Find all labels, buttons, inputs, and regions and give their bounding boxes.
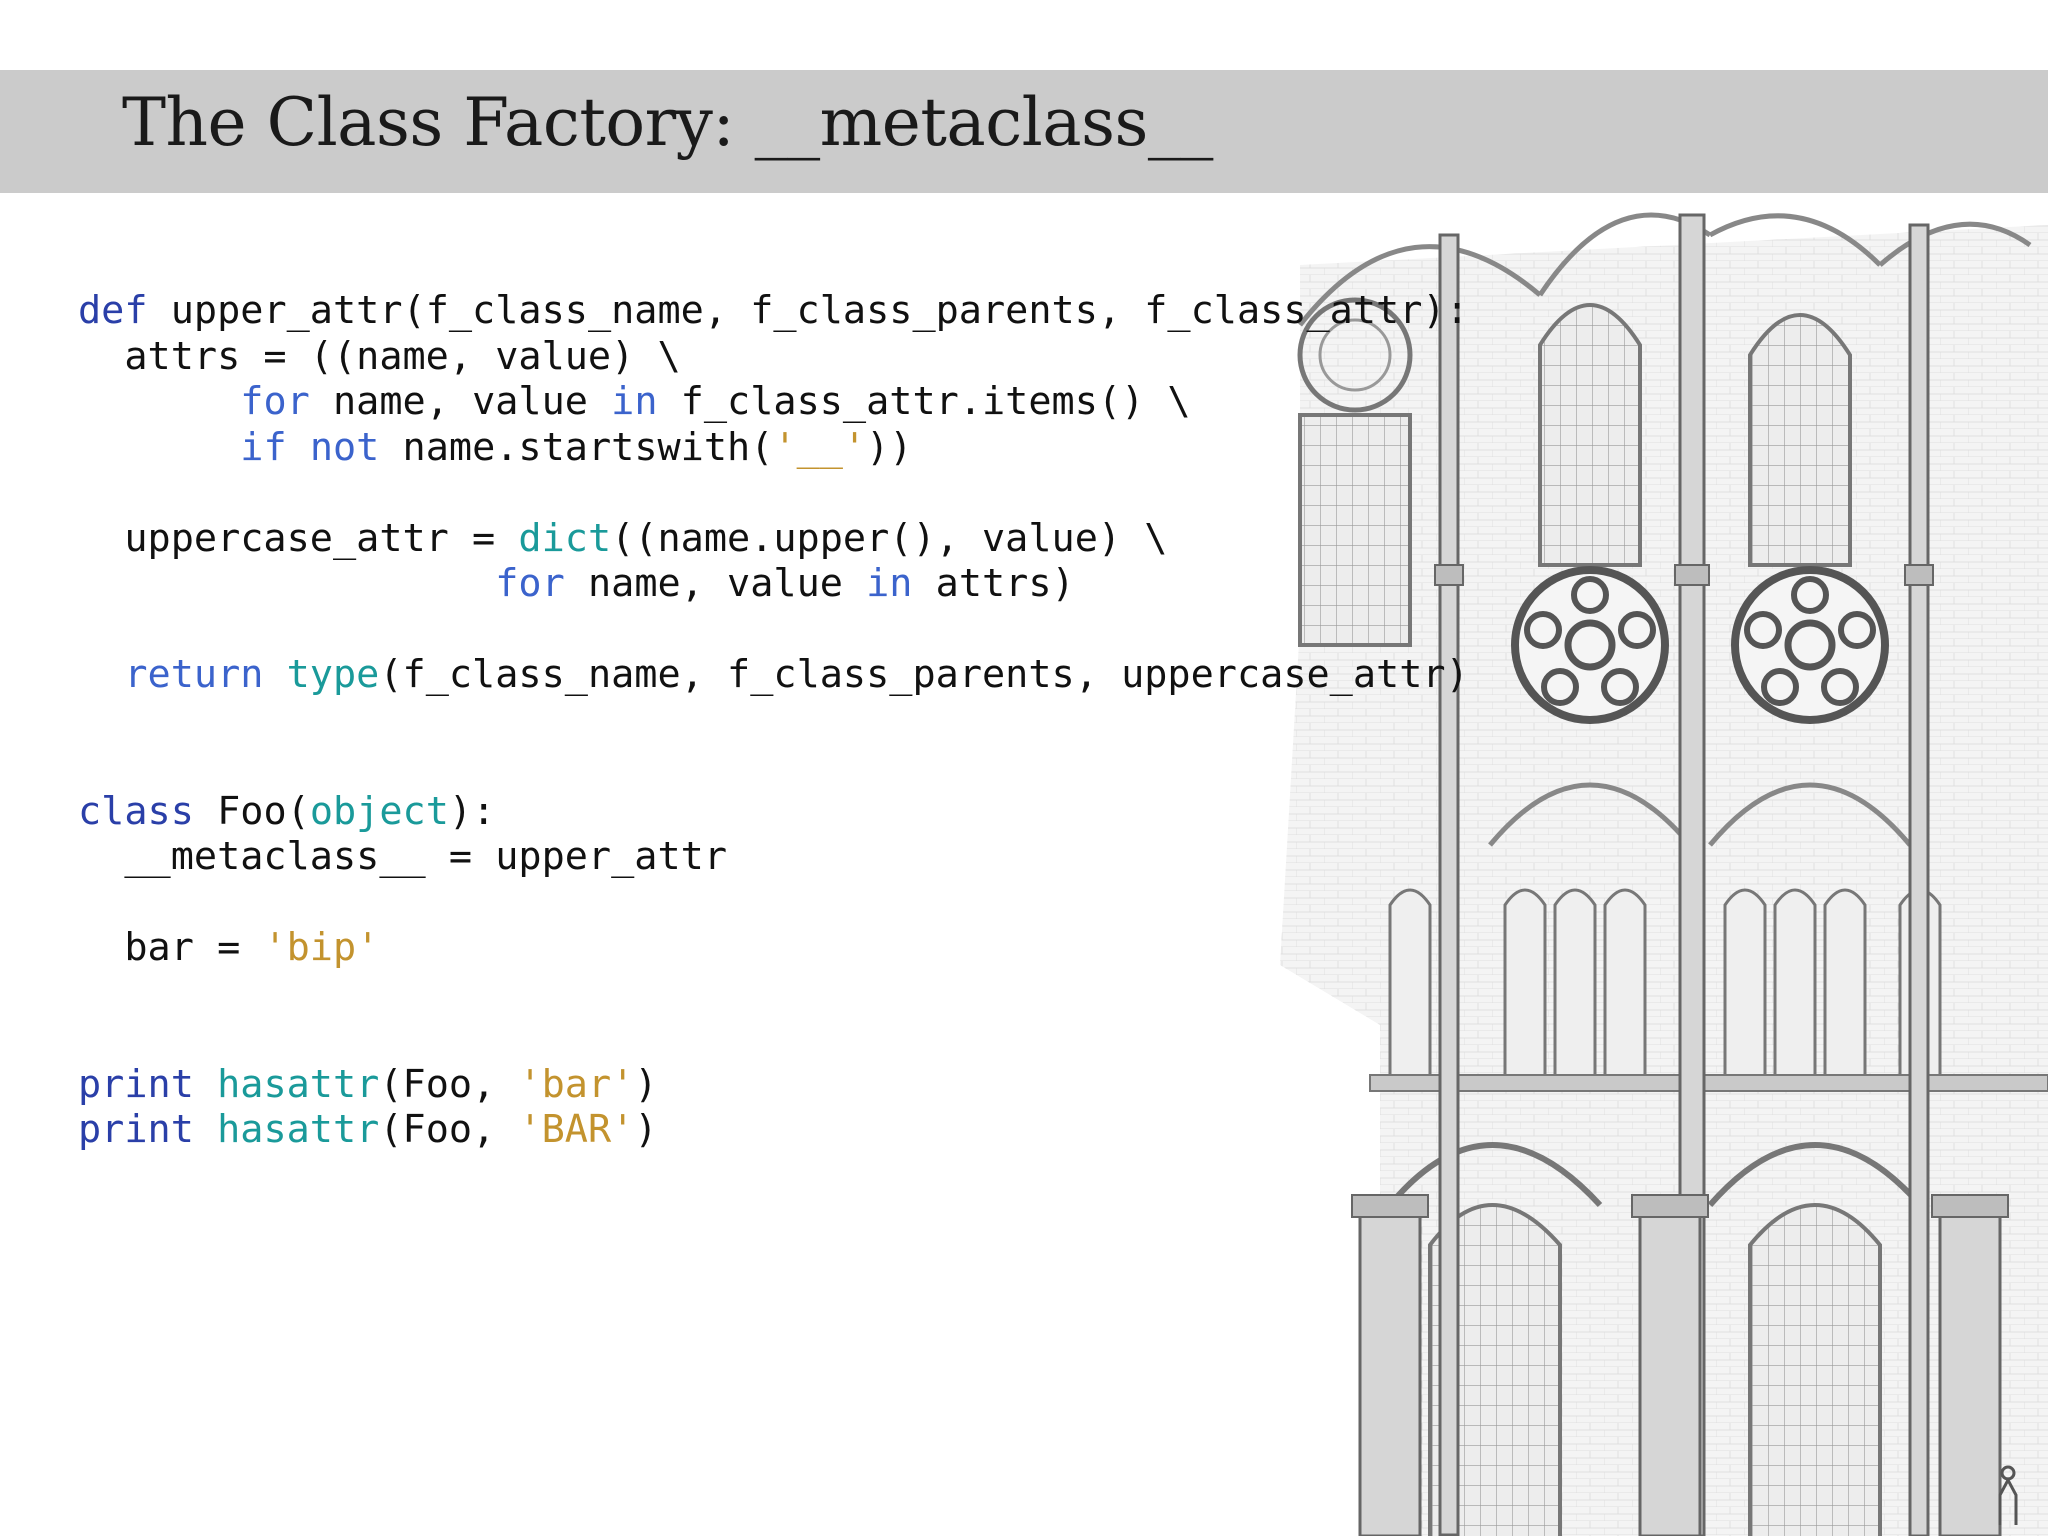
code-token (194, 1107, 217, 1152)
code-token: (Foo, (379, 1061, 519, 1107)
code-line: print hasattr(Foo, 'BAR') (78, 1107, 1469, 1153)
code-token-bi: hasattr (217, 1061, 380, 1107)
code-token: (f_class_name, f_class_parents, uppercas… (379, 652, 1469, 697)
cathedral-elevation-illustration (1280, 212, 2048, 1536)
code-token-bi: hasattr (217, 1107, 380, 1152)
code-line: print hasattr(Foo, 'bar') (78, 1062, 1469, 1108)
code-token-kw2: for (495, 561, 565, 606)
code-line: return type(f_class_name, f_class_parent… (78, 652, 1469, 698)
code-line: uppercase_attr = dict((name.upper(), val… (78, 516, 1469, 562)
code-token (194, 1062, 217, 1107)
code-line: class Foo(object): (78, 789, 1469, 835)
code-token-kw: print (78, 1061, 194, 1107)
code-token-bi: object (309, 788, 449, 834)
code-line: for name, value in f_class_attr.items() … (78, 379, 1469, 425)
code-line: attrs = ((name, value) \ (78, 334, 1469, 380)
code-block: def upper_attr(f_class_name, f_class_par… (78, 288, 1469, 1153)
code-token: ) (634, 1107, 658, 1152)
code-token-kw: print (78, 1107, 194, 1152)
code-line: def upper_attr(f_class_name, f_class_par… (78, 288, 1469, 334)
code-token: ((name.upper(), value) \ (611, 515, 1168, 561)
code-line: __metaclass__ = upper_attr (78, 834, 1469, 880)
code-line (78, 971, 1469, 1017)
code-token: name, value (564, 561, 867, 606)
code-token-kw2: not (309, 424, 380, 470)
code-token (78, 561, 495, 606)
code-line (78, 698, 1469, 744)
code-token (78, 425, 240, 470)
slide-title: The Class Factory: __metaclass__ (122, 84, 1213, 161)
code-token-kw2: if (240, 424, 287, 470)
code-token-kw: class (78, 788, 194, 834)
code-token (287, 425, 310, 470)
code-token-str: 'bar' (518, 1061, 635, 1107)
rose-window-left-icon (1511, 566, 1669, 724)
code-token (263, 652, 286, 697)
code-line (78, 880, 1469, 926)
code-token-kw2: in (866, 561, 913, 606)
code-token: ) (634, 1061, 658, 1107)
rose-window-right-icon (1731, 566, 1889, 724)
code-token: upper_attr(f_class_name, f_class_parents… (147, 288, 1469, 333)
code-line (78, 1016, 1469, 1062)
code-token: ): (448, 788, 496, 834)
code-token: Foo( (193, 788, 310, 834)
code-token: )) (866, 424, 913, 470)
code-token: name.startswith( (379, 424, 774, 470)
code-token: uppercase_attr = (78, 515, 519, 561)
code-line (78, 470, 1469, 516)
code-token (78, 379, 240, 424)
code-token-bi: dict (518, 515, 612, 561)
code-token-bi: type (286, 652, 380, 697)
code-line (78, 607, 1469, 653)
title-bar (0, 70, 2048, 193)
code-line: bar = 'bip' (78, 925, 1469, 971)
code-token-kw2: return (124, 652, 264, 697)
code-token: f_class_attr.items() \ (657, 379, 1191, 424)
code-token: name, value (309, 379, 612, 424)
code-token-str: 'BAR' (518, 1107, 635, 1152)
code-token (78, 652, 124, 697)
code-line: for name, value in attrs) (78, 561, 1469, 607)
code-line (78, 743, 1469, 789)
code-token-str: 'bip' (263, 925, 380, 970)
code-token: __metaclass__ = upper_attr (78, 834, 728, 879)
code-token-kw2: for (240, 379, 310, 424)
code-token-kw: def (78, 288, 148, 333)
code-token-kw2: in (611, 379, 658, 424)
code-token: attrs = ((name, value) \ (78, 333, 681, 379)
code-line: if not name.startswith('__')) (78, 425, 1469, 471)
code-token: (Foo, (379, 1107, 519, 1152)
code-token: bar = (78, 925, 264, 970)
code-token: attrs) (912, 561, 1075, 606)
code-token-str: '__' (773, 424, 867, 470)
